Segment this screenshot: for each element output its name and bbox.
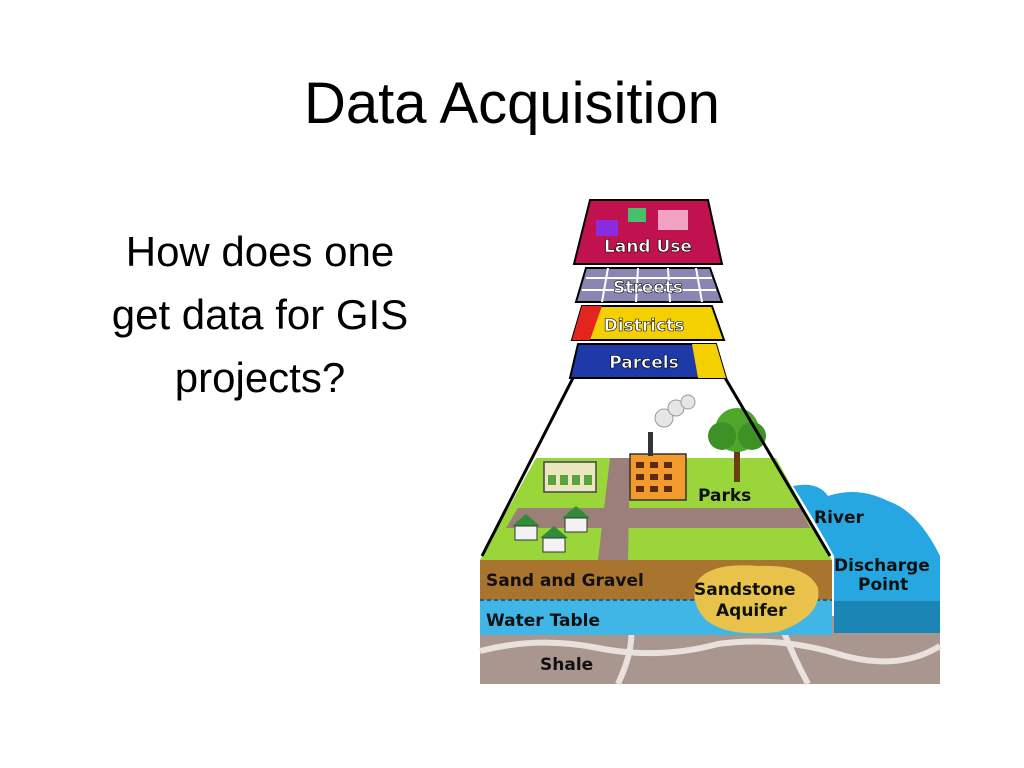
question-line: projects? — [174, 354, 346, 401]
layer-districts — [570, 305, 726, 341]
label-water-table: Water Table — [486, 611, 600, 631]
school-building — [543, 461, 597, 493]
road-vertical — [598, 458, 630, 560]
label-discharge-point: Point — [858, 575, 908, 595]
label-sand-gravel: Sand and Gravel — [486, 571, 644, 591]
layer-label-land-use: Land Use — [604, 237, 692, 257]
layer-label-streets: Streets — [613, 278, 683, 298]
question-line: get data for GIS — [111, 291, 409, 338]
question-text: How does one get data for GIS projects? — [60, 220, 460, 409]
road-horizontal — [506, 508, 810, 528]
river-water — [793, 484, 940, 631]
landscape-labels: Parks River Discharge Point Sand and Gra… — [486, 486, 930, 675]
slide-title: Data Acquisition — [304, 71, 720, 136]
projection-line-right — [722, 375, 832, 557]
label-river: River — [814, 508, 865, 528]
house — [562, 506, 590, 533]
layer-label-districts: Districts — [604, 316, 685, 336]
question-line: How does one — [125, 228, 395, 275]
label-shale: Shale — [540, 655, 593, 675]
house — [540, 526, 568, 553]
label-parks: Parks — [698, 486, 751, 506]
river-deep — [834, 601, 940, 633]
houses — [512, 506, 590, 553]
factory-building — [629, 394, 696, 501]
label-aquifer: Aquifer — [716, 601, 787, 621]
projection-lines — [480, 375, 832, 557]
projection-line-left — [480, 375, 576, 557]
gis-layers-diagram: Land Use Streets Districts Parcels Parks… — [479, 199, 942, 686]
house — [512, 514, 540, 541]
layer-label-parcels: Parcels — [609, 353, 678, 373]
river-area — [793, 484, 940, 633]
layer-stack: Land Use Streets Districts Parcels — [568, 199, 728, 379]
label-sandstone: Sandstone — [694, 580, 796, 600]
sandstone-aquifer — [694, 565, 819, 634]
label-discharge: Discharge — [834, 556, 930, 576]
